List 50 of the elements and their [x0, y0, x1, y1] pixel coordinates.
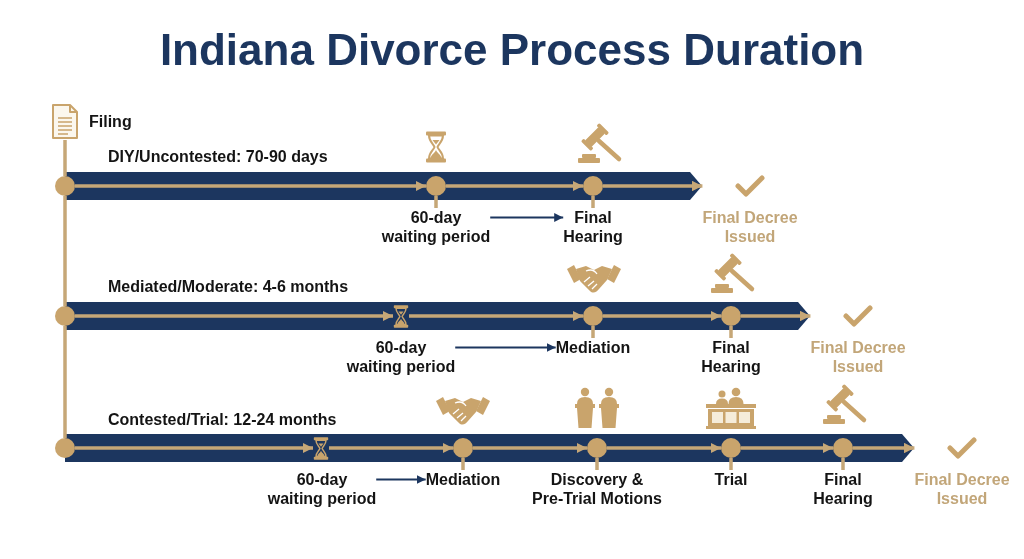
arrow — [454, 343, 557, 352]
connector-line — [63, 196, 67, 306]
milestone-label: Final Decree Issued — [810, 338, 906, 376]
timeline-dot — [55, 176, 75, 196]
track-title: Contested/Trial: 12-24 months — [108, 410, 337, 429]
milestone-label: Trial — [714, 470, 748, 489]
milestone-label: Final Hearing — [813, 470, 873, 508]
arrow — [473, 442, 587, 454]
milestone-label: 60-day waiting period — [346, 338, 456, 376]
milestone-label: Mediation — [555, 338, 631, 357]
milestone-label: Final Hearing — [701, 338, 761, 376]
arrow — [603, 310, 721, 322]
step-label: Filing — [89, 112, 132, 131]
connector-line — [591, 326, 595, 338]
hourglass-icon — [313, 436, 329, 460]
track-title: Mediated/Moderate: 4-6 months — [108, 277, 349, 296]
milestone-label: Final Hearing — [563, 208, 623, 246]
timeline-dot — [55, 306, 75, 326]
connector-line — [591, 196, 595, 208]
arrow — [375, 475, 427, 484]
connector-line — [434, 196, 438, 208]
milestone-label: Discovery & Pre-Trial Motions — [532, 470, 662, 508]
connector-line — [461, 458, 465, 470]
track-title: DIY/Uncontested: 70-90 days — [108, 147, 328, 166]
arrow — [329, 442, 453, 454]
milestone-label: 60-day waiting period — [267, 470, 377, 508]
arrow — [853, 442, 915, 454]
arrow — [603, 180, 703, 192]
milestone-label: 60-day waiting period — [381, 208, 491, 246]
connector-line — [841, 458, 845, 470]
arrow — [75, 442, 313, 454]
milestone-label: Mediation — [425, 470, 501, 489]
connector-line — [63, 140, 67, 176]
arrow — [489, 213, 565, 222]
connector-line — [63, 326, 67, 438]
hourglass-icon — [393, 304, 409, 328]
arrow — [75, 310, 393, 322]
milestone-label: Final Decree Issued — [914, 470, 1010, 508]
connector-line — [595, 458, 599, 470]
arrow — [741, 310, 811, 322]
arrow — [607, 442, 721, 454]
timeline-dot — [55, 438, 75, 458]
arrow — [409, 310, 583, 322]
connector-line — [729, 458, 733, 470]
arrow — [75, 180, 426, 192]
diagram-title: Indiana Divorce Process Duration — [159, 24, 865, 76]
connector-line — [729, 326, 733, 338]
milestone-label: Final Decree Issued — [702, 208, 798, 246]
arrow — [446, 180, 583, 192]
arrow — [741, 442, 833, 454]
